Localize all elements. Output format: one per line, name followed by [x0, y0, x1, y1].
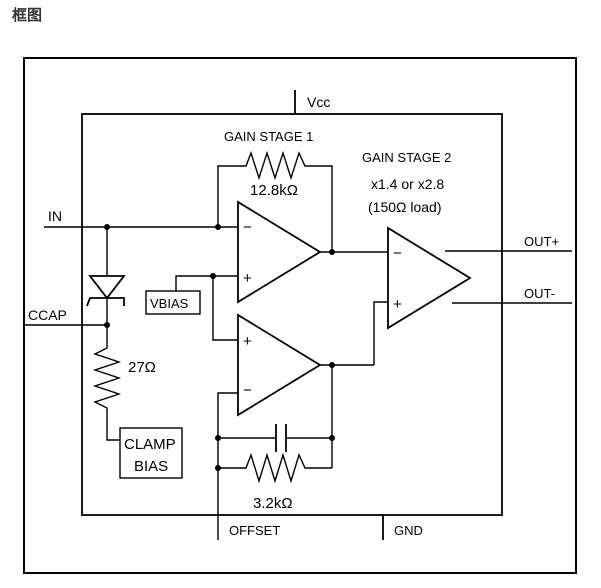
amp3-plus: + — [243, 333, 252, 350]
in-label: IN — [48, 208, 62, 224]
amp1-minus: − — [243, 219, 252, 236]
out-minus-label: OUT- — [524, 286, 555, 301]
gain-stage-2-load: (150Ω load) — [368, 199, 442, 215]
vbias-wire — [175, 275, 238, 291]
vcc-label: Vcc — [307, 94, 330, 110]
amp-gain-stage-1-bottom — [237, 313, 322, 417]
gain-stage-2-values: x1.4 or x2.8 — [371, 176, 444, 192]
clamp-resistor-27r — [92, 325, 122, 441]
page-heading: 框图 — [12, 7, 43, 24]
outer-frame — [23, 57, 577, 574]
gnd-label: GND — [394, 523, 423, 538]
amp2-plus: + — [393, 296, 402, 313]
amp3-minus-wire — [217, 392, 238, 540]
amp3-minus: − — [243, 382, 252, 399]
amp2-minus: − — [393, 245, 402, 262]
gain-stage-1-label: GAIN STAGE 1 — [224, 129, 313, 144]
ccap-label: CCAP — [28, 307, 67, 323]
feedback-resistor-3k2 — [218, 452, 332, 484]
feedback-resistor-12k8 — [217, 150, 333, 252]
out-plus-label: OUT+ — [524, 234, 559, 249]
clamp-bias-label-line2: BIAS — [134, 458, 168, 475]
vbias-label: VBIAS — [150, 296, 189, 311]
offset-label: OFFSET — [229, 523, 280, 538]
vbias-box — [145, 290, 201, 315]
amp1-plus: + — [243, 270, 252, 287]
junction-amp1-out — [329, 249, 335, 255]
clamp-resistor-27r-label: 27Ω — [128, 359, 156, 376]
clamp-bias-label-line1: CLAMP — [124, 436, 176, 453]
amp-gain-stage-2 — [387, 226, 472, 330]
clamp-bias-box — [119, 427, 183, 479]
amp-gain-stage-1-top — [237, 200, 322, 304]
amp3-to-amp2-wire — [373, 301, 388, 365]
gain-stage-2-label: GAIN STAGE 2 — [362, 150, 451, 165]
feedback-resistor-3k2-label: 3.2kΩ — [253, 495, 293, 512]
vbias-to-amp3-wire — [212, 276, 238, 341]
zener-bar-icon — [86, 297, 125, 307]
chip-boundary — [81, 113, 503, 516]
diode-icon — [88, 275, 126, 300]
feedback-resistor-12k8-label: 12.8kΩ — [250, 182, 298, 199]
